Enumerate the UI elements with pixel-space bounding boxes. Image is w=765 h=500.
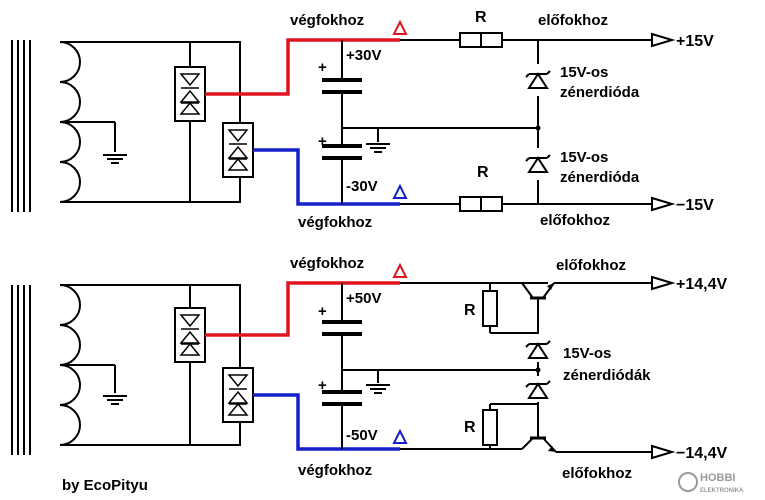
zener-label-1: 15V-os xyxy=(563,345,611,362)
negative-supply-wire xyxy=(253,148,400,206)
output-neg-arrow-icon xyxy=(651,197,673,211)
resistor-top-label: R xyxy=(475,9,487,26)
resistor-top-icon xyxy=(482,290,498,327)
ground-icon xyxy=(365,143,391,153)
cap-pos-voltage: +30V xyxy=(346,47,381,64)
rectifier-bridge-icon xyxy=(174,307,206,363)
output-neg-voltage: −14,4V xyxy=(676,445,727,462)
rectifier-bridge-icon xyxy=(222,367,254,423)
final-stage-neg-arrow-icon xyxy=(392,183,408,199)
transformer-core-icon xyxy=(11,40,31,212)
preamp-label-bottom: előfokhoz xyxy=(540,212,610,229)
preamp-label-top: előfokhoz xyxy=(538,12,608,29)
ground-icon xyxy=(102,395,128,405)
positive-supply-wire xyxy=(205,281,400,337)
cap-plus-sign: + xyxy=(318,377,327,394)
final-stage-label-bottom: végfokhoz xyxy=(298,214,372,231)
resistor-bottom-label: R xyxy=(477,164,489,181)
resistor-top-label: R xyxy=(464,302,476,319)
zener-label-2: zénerdiódák xyxy=(563,367,651,384)
output-pos-arrow-icon xyxy=(651,33,673,47)
zener-top-label-1: 15V-os xyxy=(560,64,608,81)
preamp-label-bottom: előfokhoz xyxy=(562,465,632,482)
positive-supply-wire xyxy=(205,38,400,96)
zener-top-label-2: zénerdióda xyxy=(560,84,640,101)
output-neg-voltage: −15V xyxy=(676,197,714,214)
bottom-circuit: + + +50V -50V végfokhoz végfokhoz R előf… xyxy=(11,255,727,482)
output-pos-arrow-icon xyxy=(651,276,673,290)
final-stage-label-bottom: végfokhoz xyxy=(298,462,372,479)
cap-plus-sign: + xyxy=(318,133,327,150)
watermark-line2: ELEKTRONIKA xyxy=(700,488,744,494)
output-pos-voltage: +14,4V xyxy=(676,276,727,293)
negative-supply-wire xyxy=(253,393,400,451)
cap-neg-voltage: -30V xyxy=(346,178,378,195)
cap-neg-voltage: -50V xyxy=(346,427,378,444)
resistor-bottom-icon xyxy=(482,409,498,446)
final-stage-label-top: végfokhoz xyxy=(290,255,364,272)
ground-icon xyxy=(102,154,128,164)
transistor-npn-icon xyxy=(521,282,555,333)
preamp-label-top: előfokhoz xyxy=(556,257,626,274)
cap-pos-voltage: +50V xyxy=(346,290,381,307)
final-stage-pos-arrow-icon xyxy=(392,19,408,35)
transistor-pnp-icon xyxy=(521,404,557,453)
final-stage-neg-arrow-icon xyxy=(392,428,408,444)
final-stage-label-top: végfokhoz xyxy=(290,12,364,29)
output-pos-voltage: +15V xyxy=(676,33,714,50)
final-stage-pos-arrow-icon xyxy=(392,262,408,278)
cap-plus-sign: + xyxy=(318,59,327,76)
output-neg-arrow-icon xyxy=(651,445,673,459)
zener-bottom-label-2: zénerdióda xyxy=(560,169,640,186)
hobbi-elektronika-logo: HOBBI ELEKTRONIKA xyxy=(678,472,744,494)
watermark-line1: HOBBI xyxy=(700,472,735,484)
transformer-core-icon xyxy=(11,285,31,455)
ground-icon xyxy=(365,384,391,394)
cap-plus-sign: + xyxy=(318,303,327,320)
zener-bottom-label-1: 15V-os xyxy=(560,149,608,166)
rectifier-bridge-icon xyxy=(174,66,206,122)
rectifier-bridge-icon xyxy=(222,122,254,178)
resistor-bottom-label: R xyxy=(464,419,476,436)
author-credit: by EcoPityu xyxy=(62,477,148,494)
top-circuit: + + +30V -30V végfokhoz végfokhoz R előf… xyxy=(11,9,714,231)
